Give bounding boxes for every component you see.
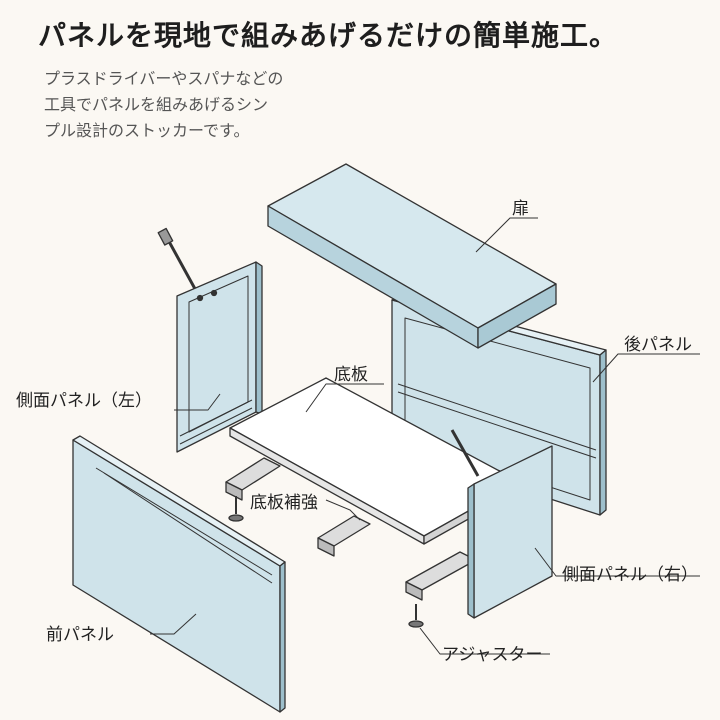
door-panel <box>267 163 557 349</box>
leader-lines <box>150 217 700 655</box>
bottom-reinforcement-left <box>225 457 281 501</box>
label-adjuster: アジャスター <box>442 645 542 665</box>
adjuster-right <box>408 604 424 628</box>
description-line-1: プラスドライバーやスパナなどの <box>44 69 284 88</box>
label-bottom-plate: 底板 <box>334 365 368 385</box>
side-panel-right <box>467 445 553 619</box>
label-door: 扉 <box>512 199 529 219</box>
gas-damper-right <box>450 429 480 477</box>
bottom-reinforcement-right <box>405 551 477 601</box>
description: プラスドライバーやスパナなどの 工具でパネルを組みあげるシン プル設計のストッカ… <box>44 66 344 144</box>
gas-damper-left <box>157 227 202 299</box>
bottom-reinforcement-middle <box>317 515 371 557</box>
description-line-2: 工具でパネルを組みあげるシン <box>44 95 269 114</box>
front-panel <box>72 435 286 713</box>
page-title: パネルを現地で組みあげるだけの簡単施工。 <box>38 19 619 52</box>
adjuster-left <box>228 496 244 522</box>
label-front-panel: 前パネル <box>46 625 114 645</box>
label-side-panel-right: 側面パネル（右） <box>562 565 698 585</box>
label-rear-panel: 後パネル <box>624 335 692 355</box>
label-bottom-reinforcement: 底板補強 <box>250 493 318 513</box>
label-side-panel-left: 側面パネル（左） <box>16 391 152 411</box>
side-panel-left <box>176 261 263 453</box>
description-line-3: プル設計のストッカーです。 <box>44 121 250 140</box>
